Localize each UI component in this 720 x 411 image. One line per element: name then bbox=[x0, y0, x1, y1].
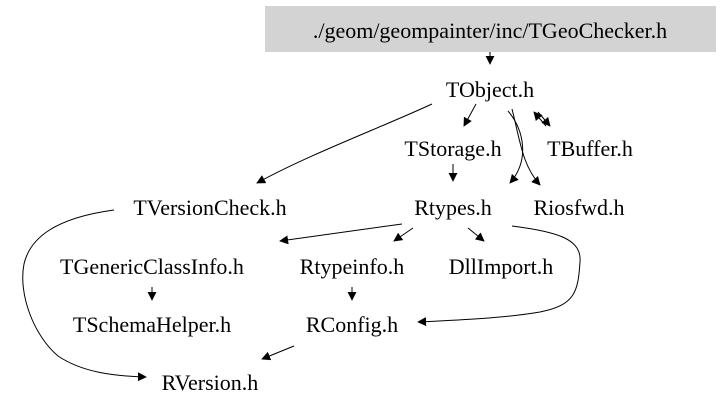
edge-rtypes-rconfig bbox=[417, 225, 581, 327]
edges bbox=[22, 52, 581, 382]
node-label: ./geom/geompainter/inc/TGeoChecker.h bbox=[313, 18, 667, 43]
node-dllimport[interactable]: DllImport.h bbox=[449, 254, 554, 279]
node-rversion[interactable]: RVersion.h bbox=[162, 370, 259, 395]
edge-tobject-tversioncheck bbox=[256, 103, 433, 184]
node-label: TSchemaHelper.h bbox=[73, 312, 231, 337]
node-tobject[interactable]: TObject.h bbox=[446, 77, 534, 102]
edge-tobject-rtypes bbox=[507, 110, 524, 184]
node-label: TVersionCheck.h bbox=[133, 195, 286, 220]
node-rtypeinfo[interactable]: Rtypeinfo.h bbox=[300, 254, 405, 279]
node-label: Rtypeinfo.h bbox=[300, 254, 405, 279]
edge-tbuffer-tobject bbox=[533, 111, 547, 127]
edge-rtypes-dllimport bbox=[467, 227, 485, 242]
node-tstorage[interactable]: TStorage.h bbox=[404, 136, 501, 161]
node-root[interactable]: ./geom/geompainter/inc/TGeoChecker.h bbox=[265, 6, 716, 52]
root-node-box bbox=[265, 6, 716, 52]
edge-tobject-tstorage bbox=[463, 103, 477, 127]
node-tbuffer[interactable]: TBuffer.h bbox=[547, 136, 633, 161]
node-label: Riosfwd.h bbox=[533, 195, 624, 220]
node-rtypes[interactable]: Rtypes.h bbox=[414, 195, 492, 220]
edge-rconfig-rversion bbox=[261, 345, 295, 361]
node-label: TGenericClassInfo.h bbox=[60, 254, 244, 279]
node-rconfig[interactable]: RConfig.h bbox=[306, 312, 398, 337]
edge-rtypes-tgenericclassinfo bbox=[279, 223, 403, 245]
node-tschemahelper[interactable]: TSchemaHelper.h bbox=[73, 312, 231, 337]
edge-tversioncheck-rversion bbox=[22, 209, 147, 382]
node-label: RVersion.h bbox=[162, 370, 259, 395]
edge-rtypes-rtypeinfo bbox=[393, 227, 414, 242]
node-label: Rtypes.h bbox=[414, 195, 492, 220]
node-tgenericclassinfo[interactable]: TGenericClassInfo.h bbox=[60, 254, 244, 279]
edge-tobject-riosfwd bbox=[511, 108, 541, 186]
node-label: TObject.h bbox=[446, 77, 534, 102]
node-label: TBuffer.h bbox=[547, 136, 633, 161]
node-label: TStorage.h bbox=[404, 136, 501, 161]
node-label: DllImport.h bbox=[449, 254, 554, 279]
node-label: RConfig.h bbox=[306, 312, 398, 337]
node-riosfwd[interactable]: Riosfwd.h bbox=[533, 195, 624, 220]
node-tversioncheck[interactable]: TVersionCheck.h bbox=[133, 195, 286, 220]
